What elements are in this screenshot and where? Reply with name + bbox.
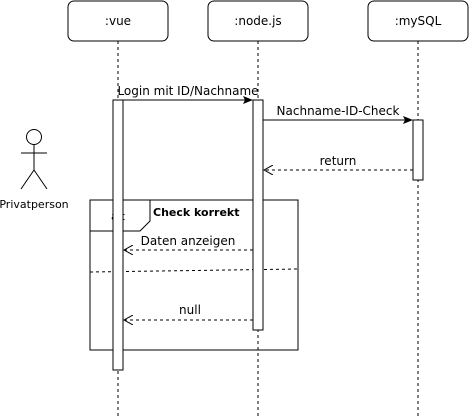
message-null[interactable]: null [124, 303, 253, 320]
participant-node-label: :node.js [234, 14, 281, 28]
activation-vue [112, 99, 124, 371]
message-check[interactable]: Nachname-ID-Check [263, 104, 413, 124]
message-null-label: null [179, 303, 201, 317]
actor-icon [20, 129, 48, 190]
participant-mysql-label: :mySQL [395, 14, 442, 28]
message-show-data[interactable]: Daten anzeigen [124, 234, 253, 250]
alt-separator [89, 268, 299, 273]
message-check-label: Nachname-ID-Check [277, 104, 400, 118]
participant-node[interactable]: :node.js [207, 0, 309, 42]
message-return-label: return [320, 154, 357, 168]
activation-mysql [412, 119, 424, 181]
actor-label: Privatperson [0, 198, 69, 211]
message-login[interactable]: Login mit ID/Nachname [117, 84, 259, 104]
message-show-data-label: Daten anzeigen [141, 234, 236, 248]
actor-privatperson[interactable]: Privatperson [0, 129, 69, 212]
participant-mysql[interactable]: :mySQL [367, 0, 469, 42]
participant-vue[interactable]: :vue [67, 0, 169, 42]
alt-guard-label: Check korrekt [153, 206, 240, 219]
participant-vue-label: :vue [105, 14, 131, 28]
activation-node [252, 99, 264, 331]
message-login-label: Login mit ID/Nachname [117, 84, 258, 98]
message-return[interactable]: return [264, 154, 413, 170]
